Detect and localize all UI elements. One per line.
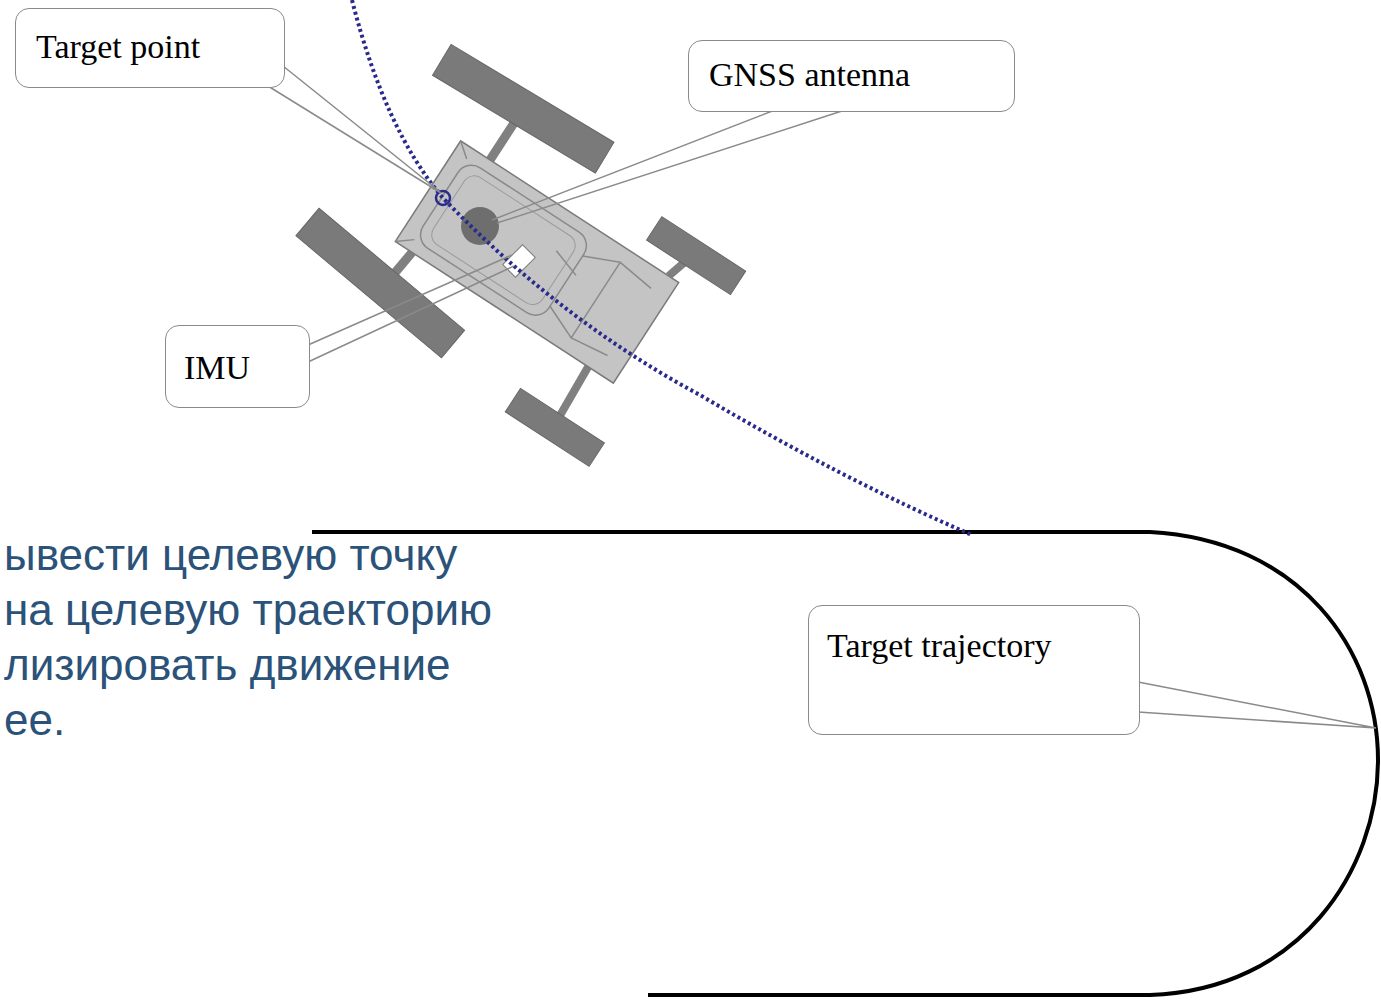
callout-text: GNSS antenna [709,55,1014,94]
callout-box: IMU [165,325,310,408]
body-detail [395,141,662,372]
rear-wheel [505,388,604,466]
leader-line [268,66,441,193]
body-panel [414,159,592,321]
axle [490,122,515,160]
slide-text: ывести целевую точку на целевую траектор… [4,527,504,747]
callout-box: Target point [15,8,285,88]
leader-line [308,255,514,362]
body-panel [427,171,580,309]
leader-line [1138,682,1376,728]
gnss-antenna [461,207,499,245]
callout-text: IMU [184,348,309,387]
callout-text: Target point [36,27,284,66]
target-point-marker [436,191,450,205]
callout-box: GNSS antenna [688,40,1015,112]
callout-box: Target trajectory [808,605,1140,735]
axle [557,367,591,417]
leader-line [492,110,845,223]
callout-text: Target trajectory [827,626,1139,665]
